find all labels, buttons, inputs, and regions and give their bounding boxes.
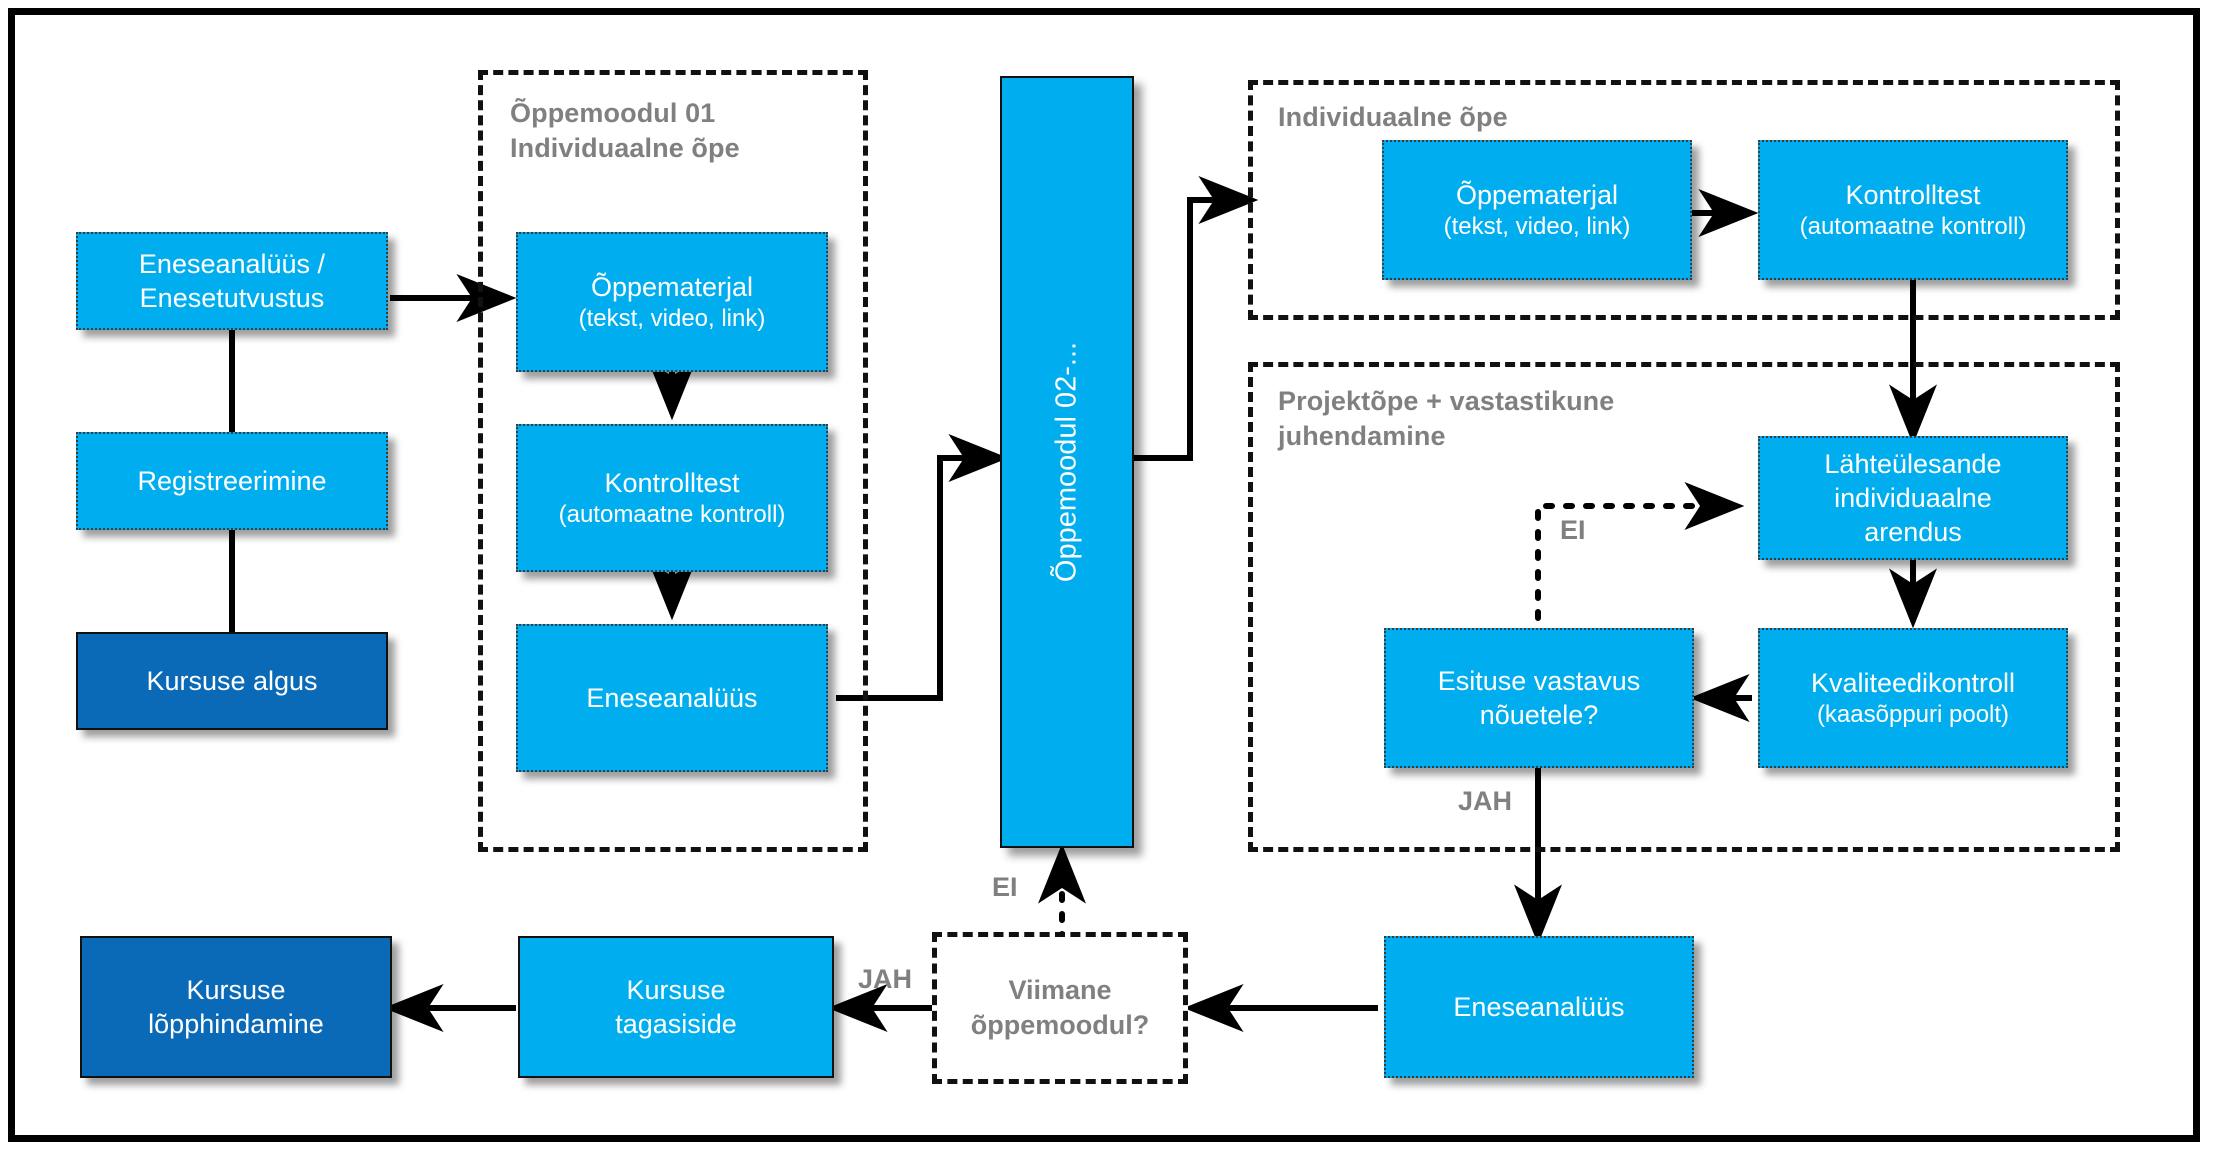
node-m1-kontrolltest[interactable]: Kontrolltest (automaatne kontroll)	[516, 424, 828, 572]
node-viimane-oppemoodul-label: Viimane õppemoodul?	[970, 975, 1150, 1040]
edge-label-ei-loop: EI	[992, 872, 1018, 902]
group-moodul-01	[478, 70, 868, 852]
node-m1-oppematerjal-sub: (tekst, video, link)	[578, 304, 766, 332]
node-viimane-oppemoodul-decision[interactable]: Viimane õppemoodul?	[932, 932, 1188, 1084]
node-kursuse-tagasiside[interactable]: Kursuse tagasiside	[518, 936, 834, 1078]
node-kursuse-algus[interactable]: Kursuse algus	[76, 632, 388, 730]
node-kvaliteedikontroll-label: Kvaliteedikontroll	[1810, 667, 2016, 698]
node-lahteulesande-individuaalne-arendus[interactable]: Lähteülesande individuaalne arendus	[1758, 436, 2068, 560]
node-eneseanaluus-enesetutvustus[interactable]: Eneseanalüüs / Enesetutvustus	[76, 232, 388, 330]
node-m1-oppematerjal-label: Õppematerjal	[590, 271, 754, 302]
node-oppemoodul-02-bar[interactable]: Õppemoodul 02-...	[1000, 76, 1134, 848]
node-ind-kontrolltest-label: Kontrolltest	[1845, 179, 1981, 210]
group-projektope	[1248, 362, 2120, 852]
node-ind-oppematerjal[interactable]: Õppematerjal (tekst, video, link)	[1382, 140, 1692, 280]
group-projektope-title: Projektõpe + vastastikune juhendamine	[1278, 386, 1615, 451]
group-moodul-01-title: Õppemoodul 01 Individuaalne õpe	[510, 98, 740, 163]
node-registreerimine[interactable]: Registreerimine	[76, 432, 388, 530]
node-kursuse-tagasiside-label: Kursuse tagasiside	[615, 974, 737, 1039]
node-m1-eneseanaluus-label: Eneseanalüüs	[586, 682, 758, 713]
node-kvaliteedikontroll-sub: (kaasõppuri poolt)	[1816, 700, 2010, 728]
node-lahteulesande-label: Lähteülesande individuaalne arendus	[1824, 448, 2002, 547]
edge-label-ei-project: EI	[1560, 515, 1586, 545]
node-ind-kontrolltest[interactable]: Kontrolltest (automaatne kontroll)	[1758, 140, 2068, 280]
node-ind-oppematerjal-label: Õppematerjal	[1455, 179, 1619, 210]
node-kursuse-lopphindamine[interactable]: Kursuse lõpphindamine	[80, 936, 392, 1078]
node-proj-eneseanaluus-label: Eneseanalüüs	[1453, 991, 1625, 1022]
node-ind-oppematerjal-sub: (tekst, video, link)	[1443, 212, 1631, 240]
node-oppemoodul-02-label: Õppemoodul 02-...	[1050, 341, 1083, 583]
node-proj-eneseanaluus[interactable]: Eneseanalüüs	[1384, 936, 1694, 1078]
node-esituse-vastavus-label: Esituse vastavus nõuetele?	[1437, 665, 1641, 730]
node-kvaliteedikontroll[interactable]: Kvaliteedikontroll (kaasõppuri poolt)	[1758, 628, 2068, 768]
node-m1-eneseanaluus[interactable]: Eneseanalüüs	[516, 624, 828, 772]
edge-label-jah-final: JAH	[858, 964, 913, 994]
node-eneseanaluus-enesetutvustus-label: Eneseanalüüs / Enesetutvustus	[138, 248, 326, 313]
node-ind-kontrolltest-sub: (automaatne kontroll)	[1799, 212, 2027, 240]
group-individuaalne-ope	[1248, 80, 2120, 320]
edge-label-jah-project: JAH	[1458, 786, 1513, 816]
node-m1-kontrolltest-label: Kontrolltest	[604, 467, 740, 498]
group-individuaalne-ope-title: Individuaalne õpe	[1278, 102, 1508, 132]
node-kursuse-lopphindamine-label: Kursuse lõpphindamine	[148, 974, 324, 1039]
node-esituse-vastavus-nouetele[interactable]: Esituse vastavus nõuetele?	[1384, 628, 1694, 768]
node-kursuse-algus-label: Kursuse algus	[146, 665, 318, 696]
node-m1-kontrolltest-sub: (automaatne kontroll)	[558, 500, 786, 528]
node-registreerimine-label: Registreerimine	[137, 465, 327, 496]
node-m1-oppematerjal[interactable]: Õppematerjal (tekst, video, link)	[516, 232, 828, 372]
